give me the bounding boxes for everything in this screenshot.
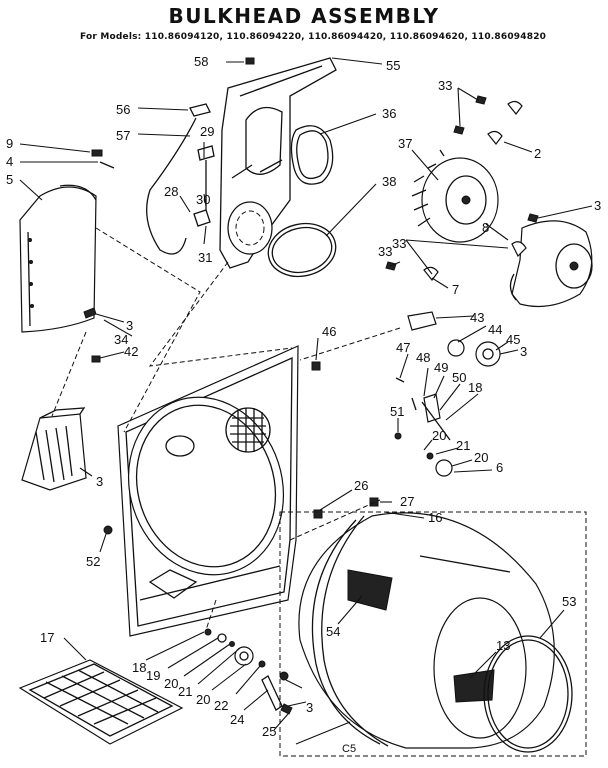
callout: 25: [262, 724, 276, 739]
callout: 9: [6, 136, 13, 151]
callout: 56: [116, 102, 130, 117]
callout: 31: [198, 250, 212, 265]
drum-seal-54: [483, 635, 573, 753]
callout: 30: [196, 192, 210, 207]
callout: 28: [164, 184, 178, 199]
leader-lines: [19, 57, 593, 745]
front-bulkhead-panel: [117, 345, 299, 637]
screw-icon: [245, 57, 255, 65]
callout: 13: [496, 638, 510, 653]
callout: 20: [432, 428, 446, 443]
felt-seal-ring-36: [290, 125, 334, 185]
callout: 3: [126, 318, 133, 333]
callout: 53: [562, 594, 576, 609]
screw-icon: [369, 497, 379, 507]
idler-parts: [394, 311, 501, 477]
back-duct-panel: [219, 57, 337, 269]
callout: 47: [396, 340, 410, 355]
callout: 8: [482, 220, 489, 235]
model-list: For Models: 110.86094120, 110.86094220, …: [80, 32, 547, 42]
callout: 17: [40, 630, 54, 645]
seal-ring-38: [267, 222, 337, 278]
callout: 18: [132, 660, 146, 675]
callout: 50: [452, 370, 466, 385]
drum-group-outline: [279, 511, 587, 757]
callout: 26: [354, 478, 368, 493]
wire-harness: [146, 103, 215, 255]
callout: 3: [306, 700, 313, 715]
callout: 6: [496, 460, 503, 475]
callout-labels: 58 55 33 56 29 36 57 9 4 5 2 37 28 30 38…: [6, 54, 601, 755]
blower-fan-37: [411, 149, 499, 243]
callout: 20: [474, 450, 488, 465]
roller-parts: [83, 307, 323, 715]
lint-screen-13: [18, 659, 184, 745]
wire-clip-4: [99, 161, 115, 169]
callout: 33: [392, 236, 406, 251]
callout: 3: [594, 198, 601, 213]
callout: 36: [382, 106, 396, 121]
callout: 58: [194, 54, 208, 69]
callout: 34: [114, 332, 128, 347]
callout: 24: [230, 712, 244, 727]
callout: 51: [390, 404, 404, 419]
callout: 20: [164, 676, 178, 691]
dryer-drum-27: [298, 512, 573, 753]
callout: 20: [196, 692, 210, 707]
callout: 21: [178, 684, 192, 699]
callout: 42: [124, 344, 138, 359]
callout: 45: [506, 332, 520, 347]
callout: 3: [96, 474, 103, 489]
callout: 22: [214, 698, 228, 713]
alignment-lines: [51, 227, 401, 631]
callout: 2: [534, 146, 541, 161]
callout: 37: [398, 136, 412, 151]
callout: 33: [378, 244, 392, 259]
callout: 44: [488, 322, 502, 337]
callout: 19: [146, 668, 160, 683]
callout: 3: [520, 344, 527, 359]
callout: 33: [438, 78, 452, 93]
callout: 5: [6, 172, 13, 187]
callout: 21: [456, 438, 470, 453]
callout: 46: [322, 324, 336, 339]
callout: 48: [416, 350, 430, 365]
callout: 49: [434, 360, 448, 375]
callout: 54: [326, 624, 340, 639]
callout: 27: [400, 494, 414, 509]
callout: 18: [468, 380, 482, 395]
screw-icon: [91, 149, 103, 157]
callout: 7: [452, 282, 459, 297]
callout: 43: [470, 310, 484, 325]
blower-housing-44: [509, 220, 593, 308]
callout: 52: [86, 554, 100, 569]
callout: 29: [200, 124, 214, 139]
lint-filter-housing-6: [21, 407, 87, 491]
callout: 4: [6, 154, 13, 169]
front-duct-5: [19, 184, 97, 333]
diagram-title: BULKHEAD ASSEMBLY: [168, 4, 440, 28]
callout: 55: [386, 58, 400, 73]
callout: 57: [116, 128, 130, 143]
footer-code: C5: [342, 743, 356, 755]
callout: 16: [428, 510, 442, 525]
callout: 38: [382, 174, 396, 189]
